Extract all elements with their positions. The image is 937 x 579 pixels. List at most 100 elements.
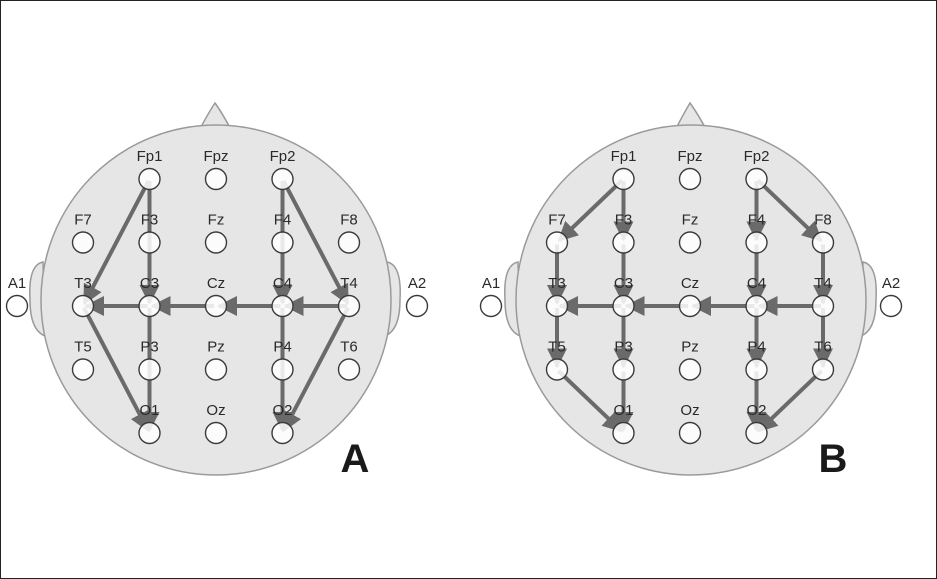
electrode-fp1 <box>138 167 161 191</box>
electrode-t3 <box>545 294 569 318</box>
electrode-pz <box>204 358 228 381</box>
electrode-label-c4: C4 <box>747 275 766 292</box>
electrode-label-f3: F3 <box>615 212 633 229</box>
arrow-fp2-to-f8 <box>756 178 823 242</box>
electrode-c3 <box>138 294 161 318</box>
electrode-label-c3: C3 <box>140 275 159 292</box>
electrode-t6 <box>811 358 835 381</box>
electrode-label-f3: F3 <box>141 212 159 229</box>
electrode-c4 <box>271 294 294 318</box>
electrode-pz <box>678 358 702 381</box>
electrode-label-a1: A1 <box>482 275 500 292</box>
electrode-label-oz: Oz <box>206 402 225 419</box>
electrode-label-t3: T3 <box>548 275 566 292</box>
electrode-label-fp2: Fp2 <box>744 148 770 165</box>
electrode-label-p4: P4 <box>273 339 291 356</box>
electrode-label-f4: F4 <box>274 212 292 229</box>
electrode-label-p3: P3 <box>614 339 632 356</box>
electrode-t5 <box>71 358 95 381</box>
electrode-o2 <box>745 421 768 445</box>
electrode-label-f8: F8 <box>814 212 832 229</box>
electrode-f8 <box>811 231 835 254</box>
electrode-a2 <box>405 294 429 318</box>
electrode-label-o2: O2 <box>272 402 292 419</box>
panel-label: A <box>341 437 370 481</box>
electrode-fz <box>678 231 702 254</box>
electrode-label-o1: O1 <box>613 402 633 419</box>
electrode-fp2 <box>745 167 768 191</box>
arrow-layer <box>547 178 833 433</box>
electrode-label-t4: T4 <box>340 275 358 292</box>
electrode-label-cz: Cz <box>681 275 699 292</box>
electrode-f7 <box>545 231 569 254</box>
electrode-label-o1: O1 <box>139 402 159 419</box>
electrode-label-f7: F7 <box>74 212 92 229</box>
electrode-f3 <box>612 231 635 254</box>
electrode-o2 <box>271 421 294 445</box>
electrode-p4 <box>271 358 294 381</box>
electrode-label-fpz: Fpz <box>677 148 702 165</box>
electrode-fpz <box>678 167 702 191</box>
electrode-label-a2: A2 <box>882 275 900 292</box>
electrode-cz <box>678 294 702 318</box>
electrode-label-fp1: Fp1 <box>137 148 163 165</box>
electrode-label-oz: Oz <box>680 402 699 419</box>
electrode-o1 <box>612 421 635 445</box>
electrode-label-t5: T5 <box>548 339 566 356</box>
electrode-label-o2: O2 <box>746 402 766 419</box>
arrow-fp2-to-t4 <box>281 179 350 306</box>
electrode-fp2 <box>271 167 294 191</box>
electrode-label-pz: Pz <box>207 339 225 356</box>
electrode-label-cz: Cz <box>207 275 225 292</box>
electrode-oz <box>204 421 228 445</box>
electrode-t6 <box>337 358 361 381</box>
electrode-label-c4: C4 <box>273 275 292 292</box>
electrode-t4 <box>337 294 361 318</box>
electrode-label-t3: T3 <box>74 275 92 292</box>
electrode-fpz <box>204 167 228 191</box>
electrode-c4 <box>745 294 768 318</box>
electrode-f4 <box>271 231 294 254</box>
electrode-label-c3: C3 <box>614 275 633 292</box>
electrode-label-f8: F8 <box>340 212 358 229</box>
electrode-f7 <box>71 231 95 254</box>
panel-label: B <box>819 437 848 481</box>
electrode-f4 <box>745 231 768 254</box>
electrode-p4 <box>745 358 768 381</box>
electrode-c3 <box>612 294 635 318</box>
electrode-p3 <box>612 358 635 381</box>
electrode-a1 <box>5 294 29 318</box>
electrode-fz <box>204 231 228 254</box>
arrow-fp1-to-t3 <box>82 179 151 306</box>
electrode-label-t6: T6 <box>814 339 832 356</box>
electrode-label-pz: Pz <box>681 339 699 356</box>
arrow-t6-to-o2 <box>757 369 823 433</box>
electrode-a1 <box>479 294 503 318</box>
arrow-fp1-to-f7 <box>557 178 624 242</box>
electrode-label-fz: Fz <box>682 212 699 229</box>
electrode-label-t4: T4 <box>814 275 832 292</box>
electrode-label-t6: T6 <box>340 339 358 356</box>
electrode-p3 <box>138 358 161 381</box>
electrode-label-f7: F7 <box>548 212 566 229</box>
electrode-label-a2: A2 <box>408 275 426 292</box>
electrode-cz <box>204 294 228 318</box>
arrow-t3-to-o1 <box>82 306 150 433</box>
electrode-o1 <box>138 421 161 445</box>
electrode-label-p3: P3 <box>140 339 158 356</box>
electrode-f8 <box>337 231 361 254</box>
electrode-label-fz: Fz <box>208 212 225 229</box>
electrode-a2 <box>879 294 903 318</box>
electrode-oz <box>678 421 702 445</box>
electrode-label-a1: A1 <box>8 275 26 292</box>
electrode-t5 <box>545 358 569 381</box>
arrow-t5-to-o1 <box>557 369 623 433</box>
electrode-f3 <box>138 231 161 254</box>
electrode-label-t5: T5 <box>74 339 92 356</box>
electrode-label-fp1: Fp1 <box>611 148 637 165</box>
